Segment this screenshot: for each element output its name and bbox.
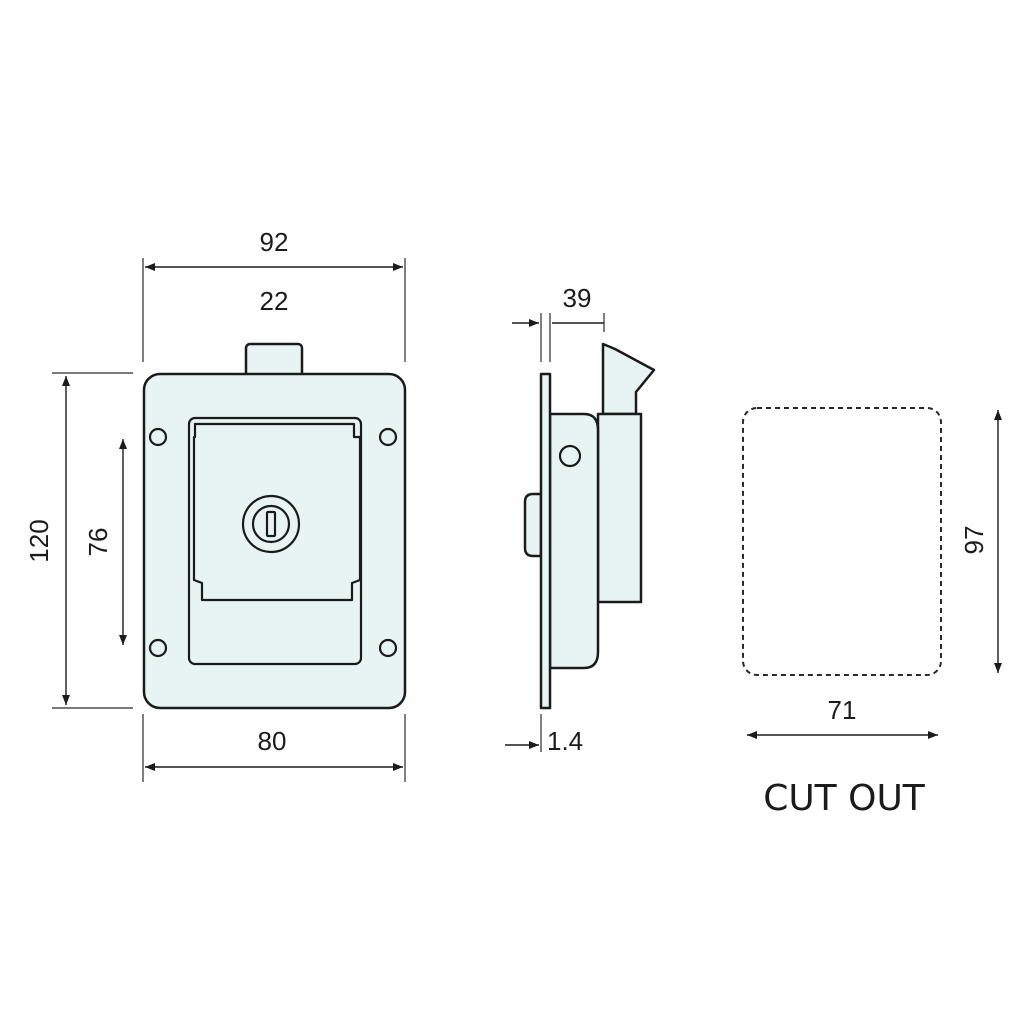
- mount-hole-top-left: [148, 427, 168, 447]
- dim-cutout-height: 97: [959, 410, 1002, 673]
- dim-overall-height-label: 120: [24, 519, 54, 562]
- dim-base-width-label: 80: [258, 726, 287, 756]
- housing-hole: [558, 444, 582, 468]
- housing-body: [548, 412, 600, 670]
- dim-cutout-height-label: 97: [959, 526, 989, 555]
- dim-overall-width: 92: [142, 227, 406, 362]
- mount-hole-bottom-left: [148, 638, 168, 658]
- mounting-plate: [539, 372, 552, 710]
- dim-side-depth-label: 39: [563, 283, 592, 313]
- cutout-view: [742, 407, 942, 676]
- dim-cutout-width-label: 71: [828, 695, 857, 725]
- cutout-label: CUT OUT: [763, 778, 926, 819]
- front-view: [142, 342, 407, 710]
- dim-inner-height-label: 76: [83, 528, 113, 557]
- latch-body: [596, 412, 643, 604]
- cutout-outline: [742, 407, 942, 676]
- dim-base-width: 80: [142, 714, 406, 782]
- mount-hole-top-right: [378, 427, 398, 447]
- dim-side-depth: 39: [512, 283, 605, 362]
- dim-overall-width-label: 92: [260, 227, 289, 257]
- dim-plate-thickness: 1.4: [505, 714, 583, 756]
- dim-tab-width-label: 22: [260, 286, 289, 316]
- rear-stud: [523, 492, 543, 558]
- paddle-handle: [192, 422, 362, 602]
- dim-overall-height: 120: [24, 372, 133, 709]
- dim-cutout-width: 71: [747, 695, 938, 739]
- lock-cylinder-icon: [241, 494, 301, 554]
- latch-hook: [601, 342, 656, 416]
- mount-hole-bottom-right: [378, 638, 398, 658]
- dim-plate-thickness-label: 1.4: [547, 726, 583, 756]
- dim-inner-height: 76: [83, 439, 127, 645]
- side-view: [523, 342, 656, 710]
